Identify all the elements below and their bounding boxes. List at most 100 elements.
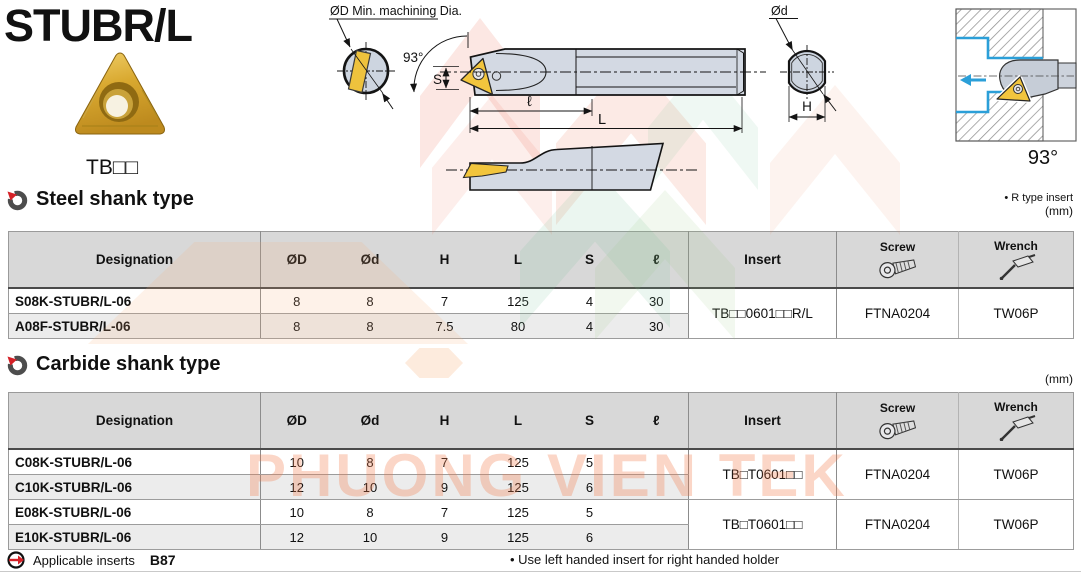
dim-cell: 7 [407,449,482,475]
dim-cell: 4 [554,313,625,339]
designation-cell: C08K-STUBR/L-06 [8,449,261,475]
column-header-s: S [554,231,625,289]
section-title: Carbide shank type [36,353,221,375]
dim-cell: 6 [554,474,625,500]
carbide-shank-table: Designation ØD Ød H L S ℓ Insert Screw [8,392,1074,550]
dim-cell [624,449,689,475]
column-header-insert: Insert [688,231,837,289]
dim-cell [624,474,689,500]
insert-cell: TB□T0601□□ [688,499,837,550]
bar-side-view [469,142,665,191]
steel-shank-table: Designation ØD Ød H L S ℓ Insert Screw [8,231,1074,339]
dim-cell: 8 [332,313,408,339]
insert-cell: TB□T0601□□ [688,449,837,500]
designation-cell: A08F-STUBR/L-06 [8,313,261,339]
column-header-dD: ØD [260,231,333,289]
insert-photo [75,52,165,135]
dim-cell: 8 [260,288,333,314]
dim-cell [624,524,689,550]
arrow-circle-icon [7,551,25,569]
header-row: Designation ØD Ød H L S ℓ Insert Screw [8,231,1074,289]
screw-icon [878,419,916,439]
screw-cell: FTNA0204 [836,288,959,339]
column-header-L: L [481,392,555,450]
table-row: C10K-STUBR/L-06 12 10 9 125 6 [8,474,1074,500]
dim-cell: 125 [481,499,555,525]
wrench-header-label: Wrench [994,399,1038,414]
dim-cell: 8 [332,499,408,525]
column-header-designation: Designation [8,231,261,289]
designation-cell: E10K-STUBR/L-06 [8,524,261,550]
table-row: E10K-STUBR/L-06 12 10 9 125 6 [8,524,1074,550]
unit-label: (mm) [1045,372,1073,386]
bore-contour-upper [956,36,1043,60]
designation-cell: E08K-STUBR/L-06 [8,499,261,525]
dim-cell: 7.5 [407,313,482,339]
steel-section-heading: Steel shank type [6,188,194,211]
applicable-inserts-label: Applicable inserts [33,552,135,568]
ell-label: ℓ [527,94,532,110]
designation-cell: C10K-STUBR/L-06 [8,474,261,500]
wrench-cell: TW06P [958,288,1074,339]
dim-cell: 10 [332,474,408,500]
insert-cell: TB□□0601□□R/L [688,288,837,339]
section-bullet-icon [6,353,28,375]
dim-cell: 30 [624,288,689,314]
od-label: Ød [771,4,788,18]
dim-cell: 80 [481,313,555,339]
column-header-l: ℓ [624,392,689,450]
column-header-h: H [407,392,482,450]
column-header-insert: Insert [688,392,837,450]
column-header-dd: Ød [332,392,408,450]
dim-cell: 9 [407,474,482,500]
application-angle-label: 93° [1028,147,1058,169]
dim-cell: 10 [260,449,333,475]
watermark-hexagon [405,348,463,378]
column-header-dd: Ød [332,231,408,289]
dim-cell: 125 [481,288,555,314]
wrench-cell: TW06P [958,499,1074,550]
column-header-wrench: Wrench [958,392,1074,450]
screw-cell: FTNA0204 [836,449,959,500]
table-row: E08K-STUBR/L-06 10 8 7 125 5 TB□T0601□□ … [8,499,1074,550]
dim-cell: 12 [260,474,333,500]
dim-cell: 8 [332,449,408,475]
dim-cell: 7 [407,499,482,525]
page-bottom-rule [0,571,1081,572]
column-header-l: ℓ [624,231,689,289]
dim-cell: 8 [260,313,333,339]
column-header-dD: ØD [260,392,333,450]
dim-cell: 125 [481,524,555,550]
section-title: Steel shank type [36,188,194,210]
column-header-screw: Screw [836,392,959,450]
wrench-cell: TW06P [958,449,1074,500]
screw-icon [878,258,916,278]
dim-cell: 5 [554,449,625,475]
dim-cell: 7 [407,288,482,314]
r-type-note: • R type insert [1004,192,1073,204]
side-view-insert [462,162,509,179]
footer: Applicable inserts B87 [6,550,176,570]
wrench-header-label: Wrench [994,238,1038,253]
column-header-wrench: Wrench [958,231,1074,289]
dim-cell [624,499,689,525]
page-title: STUBR/L [4,0,193,51]
min-dia-label: ØD Min. machining Dia. [330,4,462,18]
column-header-s: S [554,392,625,450]
dim-cell: 125 [481,449,555,475]
table-row: S08K-STUBR/L-06 8 8 7 125 4 30 TB□□0601□… [8,288,1074,339]
dim-cell: 6 [554,524,625,550]
application-diagram: 93° [955,8,1077,169]
handedness-note: • Use left handed insert for right hande… [510,552,780,567]
insert-code: TB□□ [86,156,139,179]
insert-in-end-view [347,49,372,94]
column-header-screw: Screw [836,231,959,289]
dim-cell: 9 [407,524,482,550]
screw-header-label: Screw [879,239,916,254]
header-row: Designation ØD Ød H L S ℓ Insert Screw [8,392,1074,450]
designation-cell: S08K-STUBR/L-06 [8,288,261,314]
dim-cell: 30 [624,313,689,339]
dim-cell: 5 [554,499,625,525]
column-header-h: H [407,231,482,289]
